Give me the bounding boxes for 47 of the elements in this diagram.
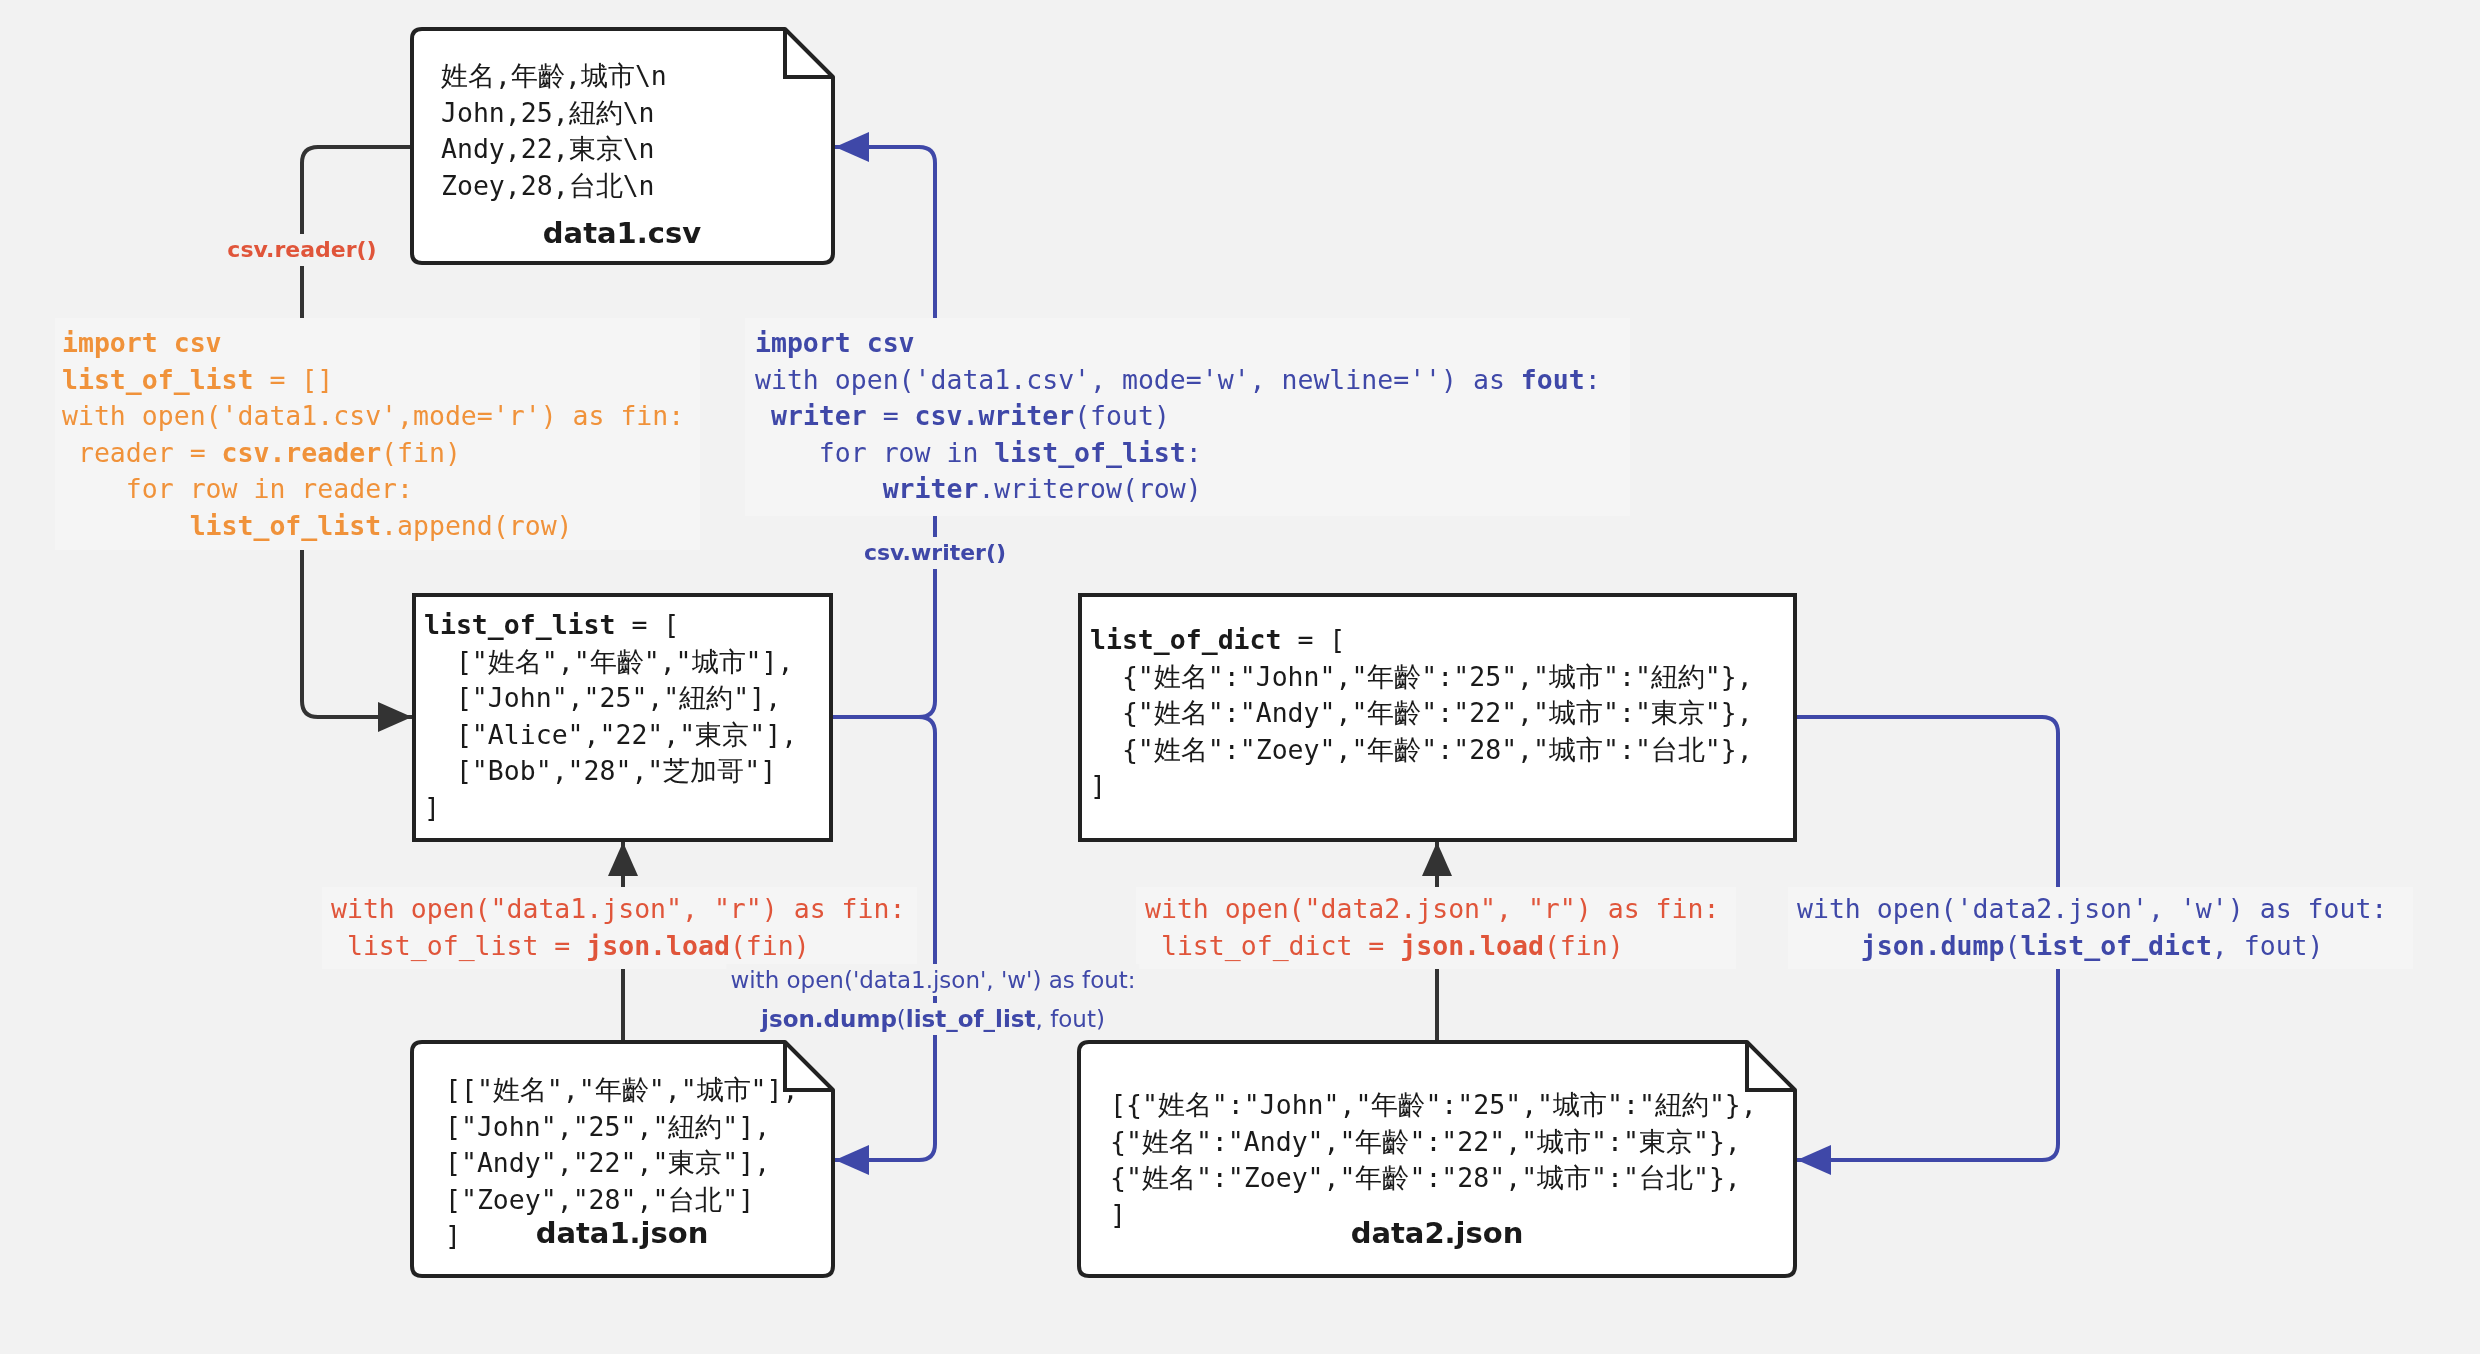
- code-line: ["Andy","22","東京"],: [445, 1146, 771, 1181]
- file-name: data1.csv: [542, 215, 702, 252]
- code-line: ["Alice","22","東京"],: [454, 717, 798, 752]
- code-box: [412, 593, 833, 842]
- code-line: list_of_dict = json.load(fin): [1159, 928, 1624, 963]
- code-line: 姓名,年齡,城市\n: [441, 59, 667, 93]
- code-line: ["Bob","28","芝加哥"]: [454, 754, 777, 789]
- code-line: ["Zoey","28","台北"]: [445, 1182, 755, 1217]
- code-line: [["姓名","年齡","城市"],: [445, 1073, 799, 1107]
- code-line: ["John","25","紐約"],: [445, 1109, 771, 1144]
- code-line: reader = csv.reader(fin): [76, 435, 461, 470]
- code-line: {"姓名":"Zoey","年齡":"28","城市":"台北"},: [1110, 1161, 1741, 1196]
- code-line: import csv: [62, 326, 222, 360]
- code-line: ["姓名","年齡","城市"],: [454, 644, 794, 679]
- code-line: writer = csv.writer(fout): [769, 399, 1170, 434]
- code-box: [1078, 593, 1797, 842]
- file-name: data1.json: [535, 1215, 709, 1252]
- code-line: ]: [445, 1219, 461, 1254]
- code-line: [{"姓名":"John","年齡":"25","城市":"紐約"},: [1110, 1088, 1757, 1122]
- code-line: writer.writerow(row): [881, 472, 1202, 507]
- code-line: json.dump(list_of_dict, fout): [1859, 928, 2324, 963]
- code-line: list_of_list = json.load(fin): [345, 928, 810, 963]
- code-line: Andy,22,東京\n: [441, 132, 655, 167]
- code-line: Zoey,28,台北\n: [441, 168, 655, 203]
- code-line: {"姓名":"John","年齡":"25","城市":"紐約"},: [1120, 659, 1753, 694]
- code-line: list_of_list = []: [62, 362, 334, 397]
- code-line: ]: [424, 791, 440, 825]
- arrow: [1797, 715, 2060, 1175]
- code-line: list_of_list = [: [424, 608, 680, 642]
- code-line: with open('data2.json', 'w') as fout:: [1797, 892, 2388, 926]
- file-name: data2.json: [1350, 1215, 1524, 1252]
- code-line: {"姓名":"Zoey","年齡":"28","城市":"台北"},: [1120, 732, 1753, 767]
- code-line: with open("data1.json", "r") as fin:: [331, 892, 906, 926]
- code-line: list_of_dict = [: [1090, 623, 1346, 657]
- code-line: import csv: [755, 326, 915, 360]
- code-line: with open('data1.csv',mode='r') as fin:: [62, 399, 685, 434]
- code-line: John,25,紐約\n: [441, 95, 655, 130]
- code-line: ]: [1090, 769, 1106, 804]
- code-line: {"姓名":"Andy","年齡":"22","城市":"東京"},: [1120, 696, 1753, 731]
- code-line: for row in list_of_list:: [817, 435, 1202, 470]
- code-line: {"姓名":"Andy","年齡":"22","城市":"東京"},: [1110, 1124, 1741, 1159]
- code-line: list_of_list.append(row): [188, 509, 573, 543]
- code-line: ["John","25","紐約"],: [454, 681, 782, 716]
- code-line: for row in reader:: [124, 472, 413, 507]
- code-line: with open("data2.json", "r") as fin:: [1145, 892, 1720, 926]
- code-line: with open('data1.csv', mode='w', newline='') as fout:: [755, 362, 1601, 397]
- code-line: ]: [1110, 1197, 1126, 1232]
